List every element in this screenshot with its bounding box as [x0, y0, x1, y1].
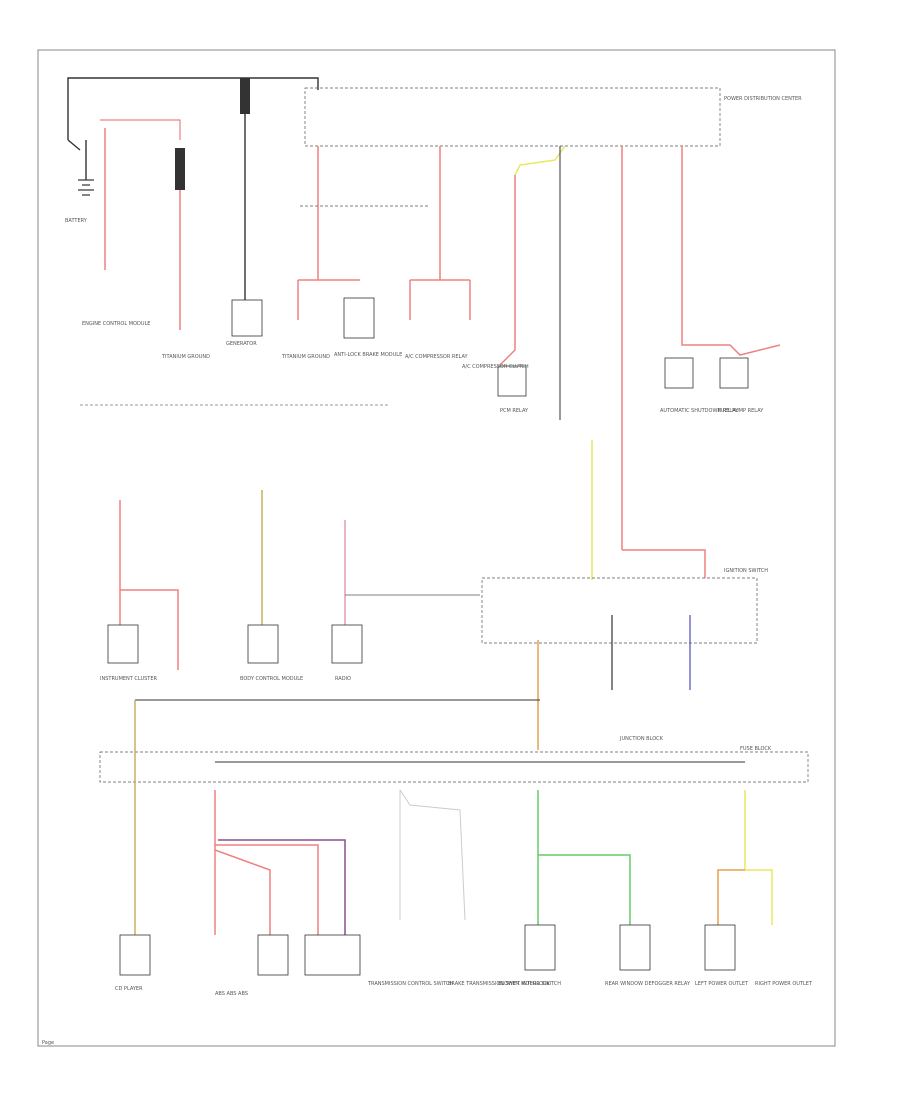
top-components: ANTI-LOCK BRAKE MODULE TITANIUM GROUND A… [281, 297, 764, 414]
footer-code: Page [42, 1040, 54, 1046]
battery-symbol: BATTERY [65, 179, 94, 224]
pdc-box-top [304, 87, 721, 147]
generator-box [231, 299, 263, 337]
pdc-label: POWER DISTRIBUTION CENTER [724, 96, 802, 102]
ac-relay-label: A/C COMPRESSOR RELAY [405, 354, 468, 360]
left-outlet-label: LEFT POWER OUTLET [695, 981, 749, 987]
battery-label: BATTERY [65, 218, 88, 224]
radio-label: RADIO [335, 676, 351, 682]
battery-cables [67, 77, 319, 300]
fusible-link-icon [175, 148, 185, 190]
ignition-switch-box [481, 577, 758, 644]
middle-components: INSTRUMENT CLUSTER BODY CONTROL MODULE R… [100, 624, 664, 742]
blower-label: BLOWER MOTOR SWITCH [498, 981, 561, 987]
fuse-block-label: FUSE BLOCK [740, 746, 772, 752]
tcs-label: TRANSMISSION CONTROL SWITCH [367, 981, 453, 987]
defogger-label: REAR WINDOW DEFOGGER RELAY [605, 981, 691, 987]
bcm-label: BODY CONTROL MODULE [240, 676, 303, 682]
bts-label: BRAKE TRANSMISSION SHIFT INTERLOCK [448, 981, 550, 987]
junction-label: JUNCTION BLOCK [619, 736, 664, 742]
generator-label: GENERATOR [226, 341, 257, 347]
abs-row-label: ABS ABS ABS [215, 991, 248, 997]
red-wire-ecm: ENGINE CONTROL MODULE TITANIUM GROUND GE… [82, 119, 263, 360]
fusible-link-icon [240, 78, 250, 114]
ac-clutch-label: A/C COMPRESSOR CLUTCH [462, 364, 529, 370]
bottom-components: CD PLAYER ABS ABS ABS TRANSMISSION CONTR… [115, 924, 813, 997]
right-outlet-label: RIGHT POWER OUTLET [755, 981, 813, 987]
cd-label: CD PLAYER [115, 986, 143, 992]
fuse-block-bottom [99, 751, 809, 783]
middle-wires [119, 440, 691, 750]
asd-label: AUTOMATIC SHUTDOWN RELAY [660, 408, 739, 414]
diagram-frame [37, 49, 836, 1047]
cluster-label: INSTRUMENT CLUSTER [100, 676, 158, 682]
ground3-label: TITANIUM GROUND [281, 354, 330, 360]
ecm-label: ENGINE CONTROL MODULE [82, 321, 150, 327]
ignition-label: IGNITION SWITCH [724, 568, 768, 574]
fuel-relay-label: FUEL PUMP RELAY [718, 408, 764, 414]
pdc-red-drops [297, 145, 781, 578]
abs-label: ANTI-LOCK BRAKE MODULE [334, 352, 402, 358]
ground1-label: TITANIUM GROUND [161, 354, 210, 360]
pcm-relay-label: PCM RELAY [500, 408, 529, 414]
bottom-wires [134, 700, 773, 935]
